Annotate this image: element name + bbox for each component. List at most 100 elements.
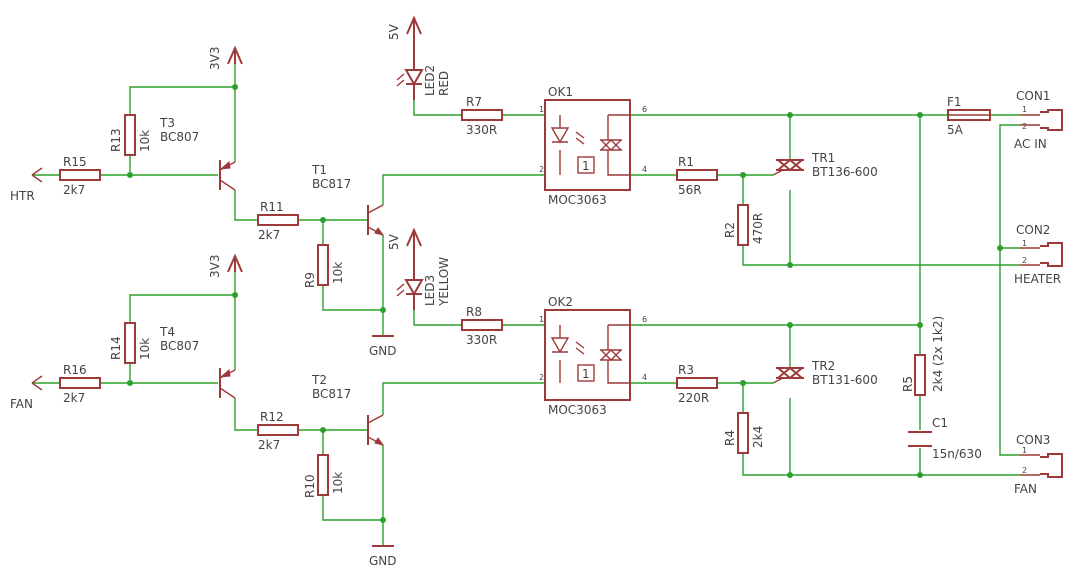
- supply-3v3-bottom: 3V3: [208, 253, 243, 278]
- r14-name: R14: [109, 336, 123, 360]
- ok2-pin6: 6: [642, 315, 647, 324]
- resistor-r16: R16 2k7: [59, 363, 101, 405]
- con1-name: CON1: [1016, 89, 1050, 103]
- led2-value: RED: [437, 71, 451, 96]
- tr1-name: TR1: [811, 151, 835, 165]
- r13-name: R13: [109, 128, 123, 152]
- supply-5v-bottom: 5V: [387, 227, 422, 250]
- c1-value: 15n/630: [932, 447, 982, 461]
- r1-name: R1: [678, 155, 694, 169]
- ok1-pin4: 4: [642, 165, 647, 174]
- con2-value: HEATER: [1014, 272, 1061, 286]
- ok2-name: OK2: [548, 295, 573, 309]
- r7-value: 330R: [466, 123, 497, 137]
- connector-con3: 1 2 CON3 FAN: [1014, 433, 1063, 496]
- r10-value: 10k: [331, 472, 345, 494]
- optocoupler-ok1: 1 1 2 6 4 OK1 MOC3063: [539, 85, 647, 207]
- supply-3v3-top: 3V3: [208, 45, 243, 70]
- r14-value: 10k: [138, 338, 152, 360]
- con2-pin1: 1: [1022, 239, 1027, 248]
- t4-name: T4: [159, 325, 175, 339]
- led3-value: YELLOW: [437, 257, 451, 307]
- resistor-r8: R8 330R: [461, 305, 503, 347]
- supply-5v-top: 5V: [387, 15, 422, 40]
- resistor-r13: R13 10k: [109, 114, 152, 156]
- r2-value: 470R: [751, 213, 765, 244]
- supply-3v3-top-label: 3V3: [208, 47, 222, 70]
- r5-name: R5: [901, 376, 915, 392]
- ok1-pin2: 2: [539, 165, 544, 174]
- gnd-top-label: GND: [369, 344, 397, 358]
- tr1-value: BT136-600: [812, 165, 878, 179]
- ok1-pin1: 1: [539, 105, 544, 114]
- con2-name: CON2: [1016, 223, 1050, 237]
- f1-name: F1: [947, 95, 962, 109]
- transistor-t1: T1 BC817: [311, 163, 385, 236]
- r16-name: R16: [63, 363, 87, 377]
- capacitor-c1: C1 15n/630: [908, 416, 982, 461]
- led3: LED3 YELLOW: [396, 246, 451, 310]
- r7-name: R7: [466, 95, 482, 109]
- ok2-pin4: 4: [642, 373, 647, 382]
- resistor-r5: R5 2k4 (2x 1k2): [901, 316, 945, 396]
- resistor-r11: R11 2k7: [257, 200, 299, 242]
- r9-name: R9: [303, 272, 317, 288]
- ok1-pin6: 6: [642, 105, 647, 114]
- port-fan-label: FAN: [10, 397, 33, 411]
- ok2-pin2: 2: [539, 373, 544, 382]
- con2-pin2: 2: [1022, 256, 1027, 265]
- triac-tr1: TR1 BT136-600: [772, 151, 878, 179]
- connector-con1: 1 2 CON1 AC IN: [1014, 89, 1063, 151]
- led3-name: LED3: [423, 275, 437, 306]
- led2-name: LED2: [423, 65, 437, 96]
- gnd-top: GND: [369, 335, 397, 358]
- r1-value: 56R: [678, 183, 702, 197]
- r11-name: R11: [260, 200, 284, 214]
- tr2-value: BT131-600: [812, 373, 878, 387]
- resistor-r1: R1 56R: [676, 155, 718, 197]
- supply-5v-top-label: 5V: [387, 23, 401, 40]
- transistor-t2: T2 BC817: [311, 373, 385, 446]
- ok1-zero-cross-mark: 1: [582, 159, 590, 173]
- t1-value: BC817: [312, 177, 351, 191]
- tr2-name: TR2: [811, 359, 835, 373]
- ok2-value: MOC3063: [548, 403, 607, 417]
- ok2-pin1: 1: [539, 315, 544, 324]
- resistor-r12: R12 2k7: [257, 410, 299, 452]
- resistor-r7: R7 330R: [461, 95, 503, 137]
- connector-con2: 1 2 CON2 HEATER: [1014, 223, 1063, 286]
- led2: LED2 RED: [396, 34, 451, 100]
- con3-pin1: 1: [1022, 446, 1027, 455]
- r16-value: 2k7: [63, 391, 85, 405]
- r8-name: R8: [466, 305, 482, 319]
- r10-name: R10: [303, 474, 317, 498]
- ok2-zero-cross-mark: 1: [582, 367, 590, 381]
- resistor-r15: R15 2k7: [59, 155, 101, 197]
- resistor-r10: R10 10k: [303, 454, 345, 498]
- c1-name: C1: [932, 416, 948, 430]
- r3-name: R3: [678, 363, 694, 377]
- con1-pin2: 2: [1022, 122, 1027, 131]
- r15-name: R15: [63, 155, 87, 169]
- r4-name: R4: [723, 430, 737, 446]
- con3-pin2: 2: [1022, 466, 1027, 475]
- resistor-r14: R14 10k: [109, 322, 152, 364]
- t2-name: T2: [311, 373, 327, 387]
- r9-value: 10k: [331, 262, 345, 284]
- r12-value: 2k7: [258, 438, 280, 452]
- con3-value: FAN: [1014, 482, 1037, 496]
- r12-name: R12: [260, 410, 284, 424]
- resistor-r9: R9 10k: [303, 244, 345, 288]
- t3-value: BC807: [160, 130, 199, 144]
- gnd-bottom: GND: [369, 545, 397, 568]
- r2-name: R2: [723, 222, 737, 238]
- r13-value: 10k: [138, 130, 152, 152]
- resistor-r4: R4 2k4: [723, 412, 765, 454]
- con1-pin1: 1: [1022, 105, 1027, 114]
- port-htr: HTR: [10, 167, 43, 203]
- junctions: [127, 84, 1003, 523]
- ok1-name: OK1: [548, 85, 573, 99]
- optocoupler-ok2: 1 1 2 6 4 OK2 MOC3063: [539, 295, 647, 417]
- t3-name: T3: [159, 116, 175, 130]
